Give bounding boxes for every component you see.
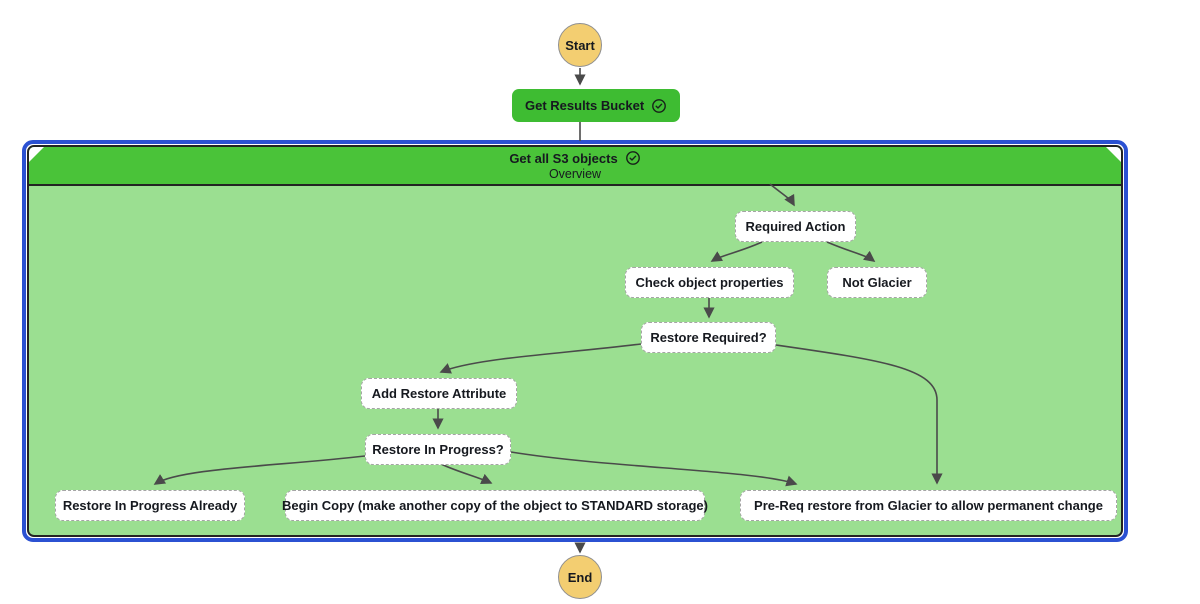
group-title: Get all S3 objects [509,150,618,166]
group-subtitle: Overview [548,167,602,181]
step-restore-in-progress[interactable]: Restore In Progress? [365,434,511,465]
end-node-label: End [567,569,593,585]
step-label: Required Action [745,219,846,234]
end-node[interactable]: End [558,555,602,599]
start-node-label: Start [565,37,595,53]
step-label: Restore In Progress Already [62,498,238,513]
task-node-label: Get Results Bucket [525,98,645,113]
step-label: Restore Required? [650,330,767,345]
step-required-action[interactable]: Required Action [735,211,856,242]
step-label: Check object properties [635,275,784,290]
step-add-restore-attribute[interactable]: Add Restore Attribute [361,378,517,409]
start-node[interactable]: Start [558,23,602,67]
step-pre-req-restore[interactable]: Pre-Req restore from Glacier to allow pe… [740,490,1117,521]
step-restore-required[interactable]: Restore Required? [641,322,776,353]
step-label: Pre-Req restore from Glacier to allow pe… [754,498,1103,513]
group-header[interactable]: Get all S3 objects Overview [29,147,1121,186]
step-not-glacier[interactable]: Not Glacier [827,267,927,298]
step-begin-copy[interactable]: Begin Copy (make another copy of the obj… [282,490,708,521]
step-label: Add Restore Attribute [371,386,507,401]
step-label: Begin Copy (make another copy of the obj… [282,498,708,513]
task-node-get-results-bucket[interactable]: Get Results Bucket [512,89,681,122]
check-circle-icon [625,150,641,166]
step-label: Restore In Progress? [372,442,504,457]
step-check-object-properties[interactable]: Check object properties [625,267,794,298]
group-selection-outline: Get all S3 objects Overview [22,140,1128,542]
group-get-all-s3-objects[interactable]: Get all S3 objects Overview [27,145,1123,537]
step-restore-in-progress-already[interactable]: Restore In Progress Already [55,490,245,521]
step-label: Not Glacier [842,275,912,290]
check-circle-icon [651,98,667,114]
